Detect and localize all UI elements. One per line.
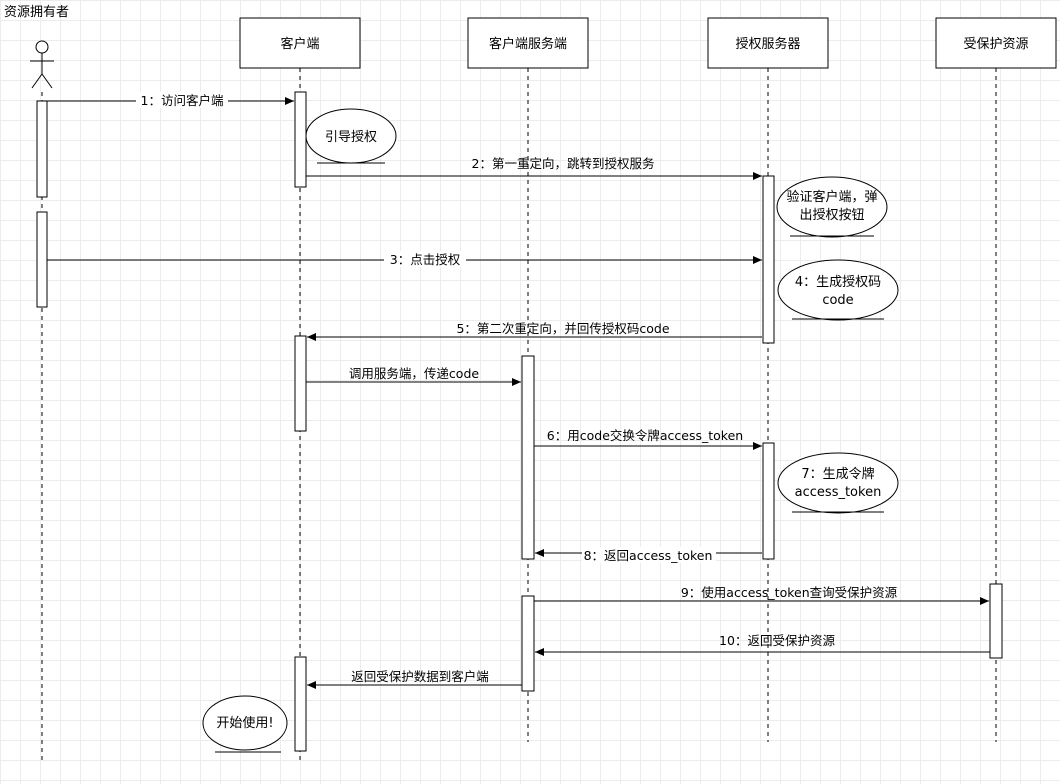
note-start-use: 开始使用! xyxy=(202,695,288,753)
message-5-label: 5：第二次重定向，并回传授权码code xyxy=(456,321,669,336)
participant-client-server-label: 客户端服务端 xyxy=(489,36,567,52)
message-5: 5：第二次重定向，并回传授权码code xyxy=(307,321,762,341)
note-generate-token-line1: 7：生成令牌 xyxy=(801,466,874,482)
activation-client-2 xyxy=(294,335,307,432)
message-9: 9：使用access_token查询受保护资源 xyxy=(534,585,989,605)
note-generate-code-line2: code xyxy=(822,293,853,308)
participant-auth-server-label: 授权服务器 xyxy=(735,36,800,52)
message-2: 2：第一重定向，跳转到授权服务 xyxy=(306,156,762,180)
note-generate-token: 7：生成令牌 access_token xyxy=(777,452,899,514)
note-verify-line1: 验证客户端，弹 xyxy=(786,189,877,205)
message-3: 3：点击授权 xyxy=(47,251,762,267)
activation-client-3 xyxy=(294,656,307,752)
activation-protected-1 xyxy=(989,583,1003,659)
message-6: 6：用code交换令牌access_token xyxy=(534,428,762,450)
message-call-server: 调用服务端，传递code xyxy=(306,366,521,386)
note-generate-code-line1: 4：生成授权码 xyxy=(795,274,881,290)
message-1: 1：访问客户端 xyxy=(47,92,294,108)
actor-label: 资源拥有者 xyxy=(4,5,69,20)
participant-client-server[interactable]: 客户端服务端 xyxy=(467,17,589,69)
message-6-label: 6：用code交换令牌access_token xyxy=(547,428,743,443)
activation-client-server-2 xyxy=(521,595,535,692)
activation-actor-1 xyxy=(36,100,48,198)
activation-auth-server-2 xyxy=(762,442,775,560)
activation-actor-2 xyxy=(36,211,48,308)
note-verify-line2: 出授权按钮 xyxy=(799,207,864,223)
note-generate-token-line2: access_token xyxy=(795,485,882,500)
message-return-to-client: 返回受保护数据到客户端 xyxy=(307,669,522,689)
actor-stick-figure xyxy=(30,40,54,89)
message-return-label: 返回受保护数据到客户端 xyxy=(351,669,489,684)
note-generate-code: 4：生成授权码 code xyxy=(777,259,899,321)
message-8: 8：返回access_token xyxy=(535,547,762,563)
message-8-label: 8：返回access_token xyxy=(584,548,713,563)
message-call-server-label: 调用服务端，传递code xyxy=(349,366,479,381)
activation-client-server-1 xyxy=(521,355,535,560)
participant-protected-resource[interactable]: 受保护资源 xyxy=(935,17,1057,69)
activation-client-1 xyxy=(294,91,307,188)
participant-protected-label: 受保护资源 xyxy=(963,37,1028,52)
message-10-label: 10：返回受保护资源 xyxy=(719,633,835,648)
message-10: 10：返回受保护资源 xyxy=(535,633,990,656)
activation-auth-server-1 xyxy=(762,175,775,344)
participant-client-label: 客户端 xyxy=(280,36,319,52)
note-start-use-label: 开始使用! xyxy=(216,715,273,731)
message-3-label: 3：点击授权 xyxy=(390,252,461,267)
note-guide-auth: 引导授权 xyxy=(305,108,397,164)
message-2-label: 2：第一重定向，跳转到授权服务 xyxy=(472,156,655,171)
message-1-label: 1：访问客户端 xyxy=(141,93,224,108)
note-verify-client: 验证客户端，弹 出授权按钮 xyxy=(776,176,888,238)
message-9-label: 9：使用access_token查询受保护资源 xyxy=(681,585,898,600)
participant-client[interactable]: 客户端 xyxy=(239,17,361,69)
note-guide-auth-label: 引导授权 xyxy=(325,129,377,145)
participant-auth-server[interactable]: 授权服务器 xyxy=(707,17,829,69)
